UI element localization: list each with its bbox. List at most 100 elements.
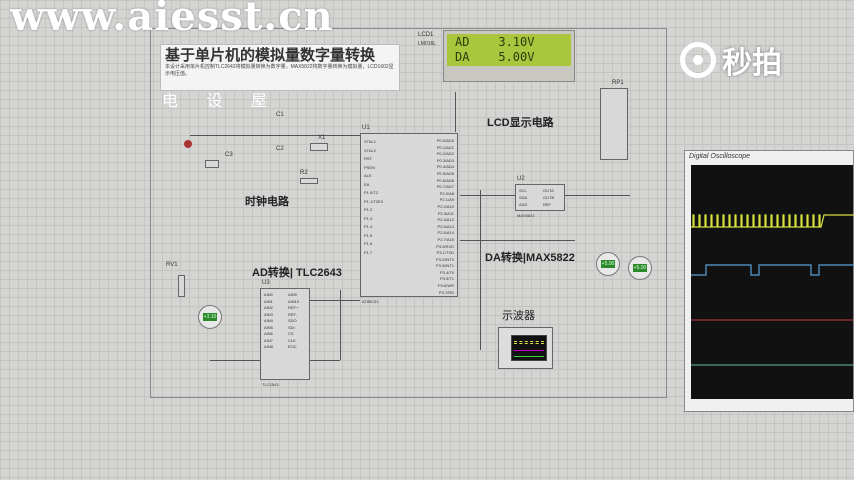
lcd-ref: LCD1 [418,32,434,38]
u1-ref: U1 [362,125,370,131]
resistor-r2[interactable] [300,178,318,184]
pin-label: P3.4/T0 [439,269,454,275]
pin-label: P1.2 [364,207,373,212]
lcd-line-2: DA 5.00V [455,50,535,64]
pin-label: P3.0/RXD [436,243,454,249]
schematic-sheet-border [150,28,667,398]
voltmeter-ad: +3.10 [198,305,222,329]
scope-screen [691,165,854,399]
u2-part: MAX5822 [517,213,535,218]
lcd-part: LM016L [418,41,437,47]
pin-label: P1.6 [364,241,373,246]
project-title: 基于单片机的模拟量数字量转换 [165,47,376,64]
pin-label: AIN2 [264,305,273,310]
wire [480,190,481,350]
pin-label: P0.6/AD6 [436,177,454,183]
camera-icon [680,42,716,78]
pin-label: EA [364,181,370,187]
channel-a-trace [691,214,854,228]
miaopai-logo: 秒拍 [680,38,782,82]
voltmeter-da-a: +5.00 [596,252,620,276]
channel-b-trace [691,264,854,276]
pin-label: AIN9 [288,292,297,297]
pin-label: P3.7/RD [438,289,454,295]
pin-label: P2.3/A11 [437,210,454,216]
capacitor-c3[interactable] [205,160,219,168]
voltmeter-da-b: +5.00 [628,256,652,280]
pin-label: P1.5 [364,232,373,238]
pin-label: P3.3/INT1 [435,263,454,269]
pin-label: RST [364,156,372,161]
pin-label: P2.4/A12 [437,217,454,223]
watermark-name: 电 设 屋 [162,93,279,110]
digital-oscilloscope-window[interactable]: Digital Oscilloscope [684,150,854,412]
pin-label: P2.0/A8 [439,190,454,196]
u2-ref: U2 [517,176,525,182]
pin-label: P3.2/INT0 [435,256,454,262]
resistor-pack-rp1[interactable] [600,88,628,160]
window-title: Digital Oscilloscope [689,153,751,160]
pin-label: P1.4 [364,224,373,229]
pin-label: AIN5 [264,324,273,330]
pin-label: P0.4/AD4 [436,164,454,170]
crystal[interactable] [310,143,328,151]
voltmeter-reading: +5.00 [632,264,648,272]
pin-label: P2.2/A10 [437,203,454,209]
pin-label: P2.6/A14 [437,230,454,236]
pin-label: SDI [288,324,295,330]
pin-label: SCL [519,188,527,193]
voltmeter-reading: +3.10 [202,313,218,321]
label-lcd-circuit: LCD显示电路 [487,117,554,129]
u1-part: AT89C51 [362,299,379,304]
pin-label: P1.0/T2 [364,190,379,195]
pin-label: AIN6 [264,331,273,336]
potentiometer-rv1[interactable] [178,275,185,297]
voltmeter-reading: +5.00 [600,260,616,268]
oscilloscope-component[interactable] [498,327,553,369]
label-ad: AD转换| TLC2643 [252,267,342,279]
label-clock-circuit: 时钟电路 [245,196,289,208]
pin-label: P2.7/A15 [437,236,454,242]
wire [460,195,515,196]
reset-button[interactable] [184,140,192,148]
pin-label: AIN7 [264,337,273,343]
pin-label: OUTA [543,188,554,193]
pin-label: CLK [288,337,296,343]
pin-label: P3.5/T1 [439,276,454,282]
pin-label: P2.5/A13 [437,223,454,229]
wire [190,135,360,136]
pin-label: REF- [288,311,298,317]
pin-label: P2.1/A9 [439,197,454,203]
project-title-box: 基于单片机的模拟量数字量转换 本设计采用单片机控制TLC2643将模拟量转换为数… [160,44,400,91]
wire [460,240,575,241]
project-description: 本设计采用单片机控制TLC2643将模拟量转换为数字量，MAX5822将数字量转… [165,64,394,77]
pin-label: SDA [519,195,528,200]
pin-label: P1.7 [364,249,373,255]
pin-label: P3.6/WR [437,283,454,289]
u3-ref: U3 [262,280,270,286]
pin-label: XTAL1 [364,139,376,144]
pin-label: AIN1 [264,298,273,304]
pin-label: AIN3 [264,311,273,317]
pin-label: CS [288,331,294,336]
logo-text: 秒拍 [722,47,782,80]
crystal-ref: X1 [318,135,326,141]
pin-label: AIN0 [264,292,273,297]
pin-label: P1.3 [364,215,373,221]
pin-label: ADD [519,202,528,207]
u3-part: TLC2543 [262,382,279,387]
c3-ref: C3 [225,152,233,158]
rp1-ref: RP1 [612,80,624,86]
pin-label: P0.0/AD0 [436,138,454,143]
label-da: DA转换|MAX5822 [485,252,575,264]
pin-label: AIN10 [288,298,300,304]
label-scope: 示波器 [502,310,535,322]
pin-label: AIN8 [264,344,273,349]
pin-label: PSEN [364,164,375,170]
wire [310,300,360,301]
pin-label: OUTB [543,195,555,200]
